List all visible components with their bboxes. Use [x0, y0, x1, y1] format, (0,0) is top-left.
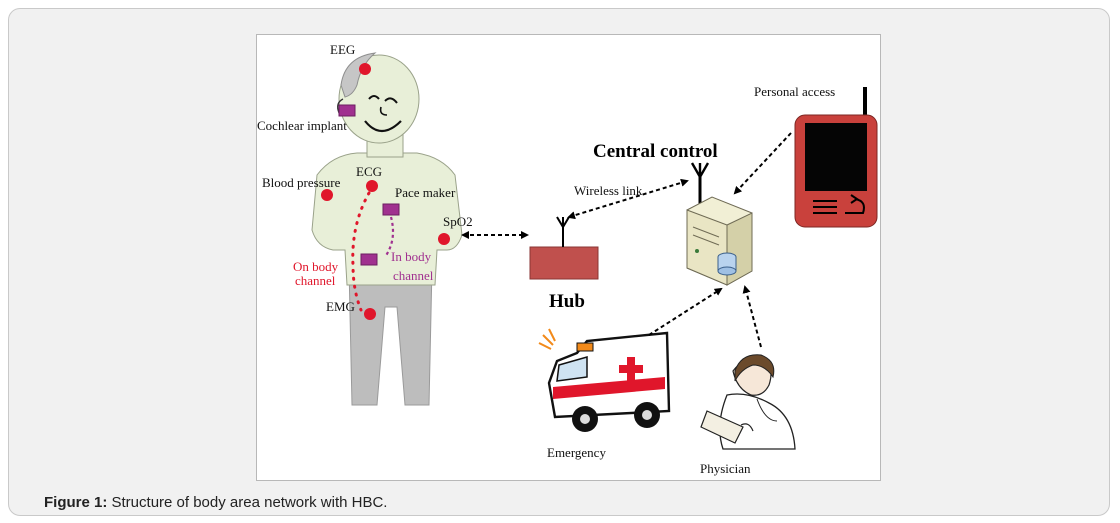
- nose: [379, 106, 388, 116]
- physician-link: [742, 285, 762, 348]
- pace-maker-implant: [382, 203, 400, 216]
- human-figure: [311, 52, 463, 406]
- label-in-body-2: channel: [393, 268, 434, 283]
- in-body-implant: [360, 253, 378, 266]
- right-eye: [384, 97, 398, 104]
- server-icon: [686, 162, 753, 286]
- label-in-body-1: In body: [391, 249, 432, 264]
- label-spo2: SpO2: [443, 214, 473, 229]
- emg-sensor: [364, 308, 376, 320]
- figure-frame: EEG Cochlear implant Blood pressure ECG …: [8, 8, 1110, 516]
- label-personal-access: Personal access: [754, 84, 835, 99]
- eeg-sensor: [359, 63, 371, 75]
- hub-device: [529, 216, 599, 280]
- ambulance-link: [648, 287, 723, 336]
- personal-access-link: [733, 132, 792, 195]
- mouth: [364, 120, 402, 133]
- left-eye: [368, 95, 380, 100]
- label-emg: EMG: [326, 299, 355, 314]
- label-hub: Hub: [549, 291, 585, 312]
- label-on-body-2: channel: [295, 273, 336, 288]
- ambulance-icon: [538, 328, 671, 432]
- sensors: [321, 63, 450, 320]
- personal-access-device: [794, 87, 878, 228]
- caption-prefix: Figure 1:: [44, 494, 108, 511]
- legs: [348, 266, 433, 406]
- label-cochlear-implant: Cochlear implant: [257, 118, 347, 133]
- spo2-sensor: [438, 233, 450, 245]
- implants: [338, 104, 400, 266]
- figure-image: EEG Cochlear implant Blood pressure ECG …: [256, 34, 881, 481]
- body-area-network-diagram: EEG Cochlear implant Blood pressure ECG …: [257, 42, 878, 476]
- label-physician: Physician: [700, 461, 751, 476]
- connections: [461, 132, 792, 348]
- caption-text: Structure of body area network with HBC.: [107, 494, 388, 511]
- blood-pressure-sensor: [321, 189, 333, 201]
- label-ecg: ECG: [356, 164, 382, 179]
- label-on-body-1: On body: [293, 259, 339, 274]
- label-eeg: EEG: [330, 42, 355, 57]
- label-pace-maker: Pace maker: [395, 185, 456, 200]
- label-wireless-link: Wireless link: [574, 183, 643, 198]
- label-blood-pressure: Blood pressure: [262, 175, 341, 190]
- torso: [311, 152, 463, 286]
- hub-box: [529, 246, 599, 280]
- cochlear-implant: [338, 104, 356, 117]
- label-central-control: Central control: [593, 141, 718, 162]
- physician-icon: [700, 354, 796, 450]
- in-body-channel-path: [384, 216, 395, 258]
- ecg-sensor: [366, 180, 378, 192]
- label-emergency: Emergency: [547, 445, 606, 460]
- figure-caption: Figure 1: Structure of body area network…: [44, 494, 387, 511]
